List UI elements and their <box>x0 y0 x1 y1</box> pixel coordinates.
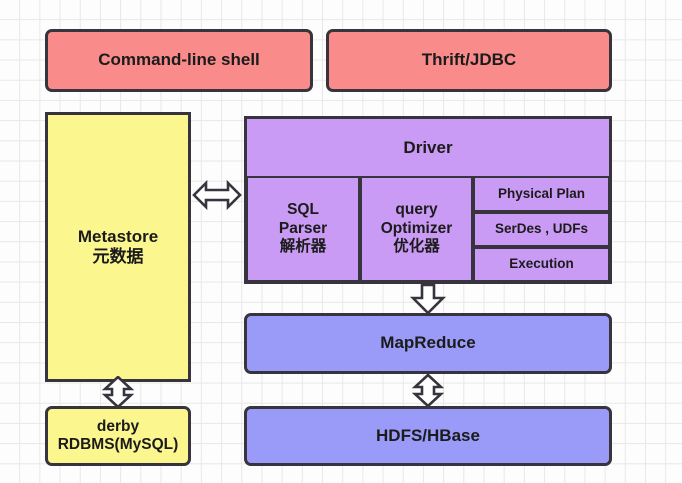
query-optimizer-line2: Optimizer <box>380 219 453 237</box>
derby-label: derby <box>96 417 140 435</box>
metastore-label-en: Metastore <box>77 226 159 246</box>
node-command-line-shell[interactable]: Command-line shell <box>45 29 313 92</box>
sql-parser-line2: Parser <box>278 219 328 237</box>
node-hdfs-hbase[interactable]: HDFS/HBase <box>244 406 612 466</box>
node-derby-rdbms[interactable]: derby RDBMS(MySQL) <box>45 406 191 466</box>
serdes-udfs-label: SerDes , UDFs <box>494 221 589 237</box>
rdbms-label: RDBMS(MySQL) <box>57 436 179 453</box>
arrow-metastore-derby <box>102 376 134 408</box>
sql-parser-line1: SQL <box>287 201 319 219</box>
query-optimizer-line3: 优化器 <box>393 238 440 256</box>
node-execution[interactable]: Execution <box>473 247 610 282</box>
query-optimizer-line1: query <box>395 201 438 219</box>
physical-plan-label: Physical Plan <box>497 185 586 201</box>
node-physical-plan[interactable]: Physical Plan <box>473 176 610 212</box>
metastore-label-cn: 元数据 <box>92 247 144 266</box>
node-thrift-jdbc[interactable]: Thrift/JDBC <box>326 29 612 92</box>
execution-label: Execution <box>509 256 574 272</box>
node-query-optimizer[interactable]: query Optimizer 优化器 <box>360 176 473 282</box>
arrow-metastore-driver <box>192 179 242 211</box>
node-serdes-udfs[interactable]: SerDes , UDFs <box>473 212 610 247</box>
mapreduce-label: MapReduce <box>380 333 476 353</box>
command-line-shell-label: Command-line shell <box>98 50 260 70</box>
sql-parser-line3: 解析器 <box>279 238 327 256</box>
node-sql-parser[interactable]: SQL Parser 解析器 <box>246 176 360 282</box>
thrift-jdbc-label: Thrift/JDBC <box>421 50 517 70</box>
node-metastore[interactable]: Metastore 元数据 <box>45 112 191 382</box>
node-mapreduce[interactable]: MapReduce <box>244 313 612 374</box>
hdfs-hbase-label: HDFS/HBase <box>376 425 480 445</box>
driver-label: Driver <box>403 138 453 157</box>
arrow-mapreduce-hdfs <box>412 374 444 407</box>
arrow-driver-mapreduce <box>410 284 446 314</box>
driver-header: Driver <box>247 119 609 177</box>
